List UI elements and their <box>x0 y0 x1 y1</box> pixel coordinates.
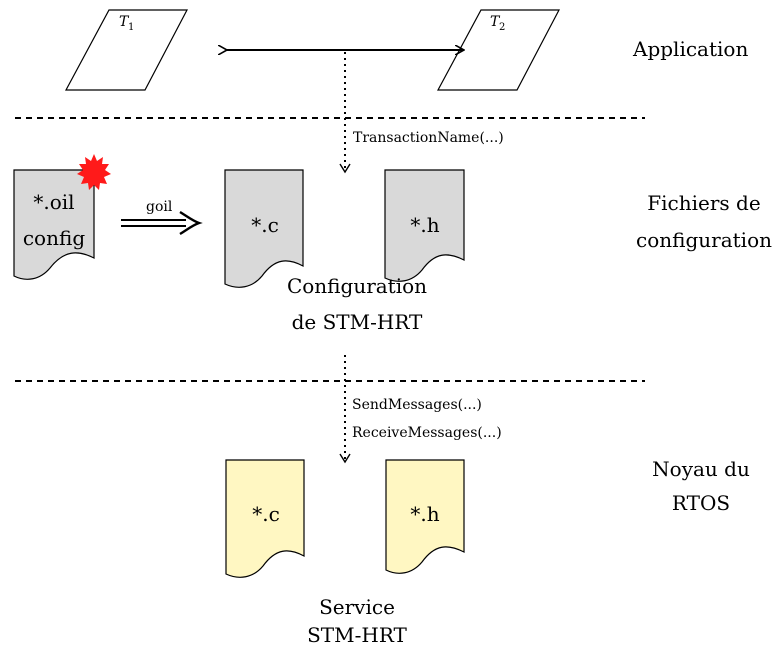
task-t1-label: T <box>119 14 130 30</box>
send-call-label: SendMessages(...) <box>352 397 482 413</box>
oil-config-label: config <box>23 226 85 250</box>
task-t2-label: T <box>490 14 501 30</box>
layer-label-config-line1: Fichiers de <box>647 191 760 215</box>
layer-label-application: Application <box>632 37 748 61</box>
config-h-document: *.h <box>384 169 465 282</box>
service-c-label: *.c <box>252 502 280 526</box>
config-h-label: *.h <box>410 213 439 237</box>
task-t1: T 1 <box>64 9 188 91</box>
task-t1-subscript: 1 <box>128 22 134 33</box>
service-caption-line1: Service <box>319 595 395 619</box>
oil-config-document: *.oil config <box>13 169 95 280</box>
layer-label-config-line2: configuration <box>636 228 772 252</box>
service-h-label: *.h <box>410 502 439 526</box>
service-c-document: *.c <box>225 459 305 578</box>
transaction-call-label: TransactionName(...) <box>353 130 504 146</box>
config-caption-line1: Configuration <box>287 274 427 298</box>
config-caption-line2: de STM-HRT <box>292 310 423 334</box>
task-t2: T 2 <box>436 9 560 91</box>
config-c-document: *.c <box>224 169 304 288</box>
layer-label-kernel-line2: RTOS <box>672 491 730 515</box>
modified-burst-icon <box>77 154 111 190</box>
receive-call-label: ReceiveMessages(...) <box>352 425 502 441</box>
service-h-document: *.h <box>385 459 465 574</box>
layer-label-kernel-line1: Noyau du <box>652 457 750 481</box>
oil-file-label: *.oil <box>33 190 74 214</box>
config-c-label: *.c <box>251 213 279 237</box>
service-caption-line2: STM-HRT <box>307 623 407 647</box>
goil-tool-label: goil <box>146 199 173 215</box>
task-t2-subscript: 2 <box>499 22 505 33</box>
goil-generation-arrow <box>121 210 203 236</box>
